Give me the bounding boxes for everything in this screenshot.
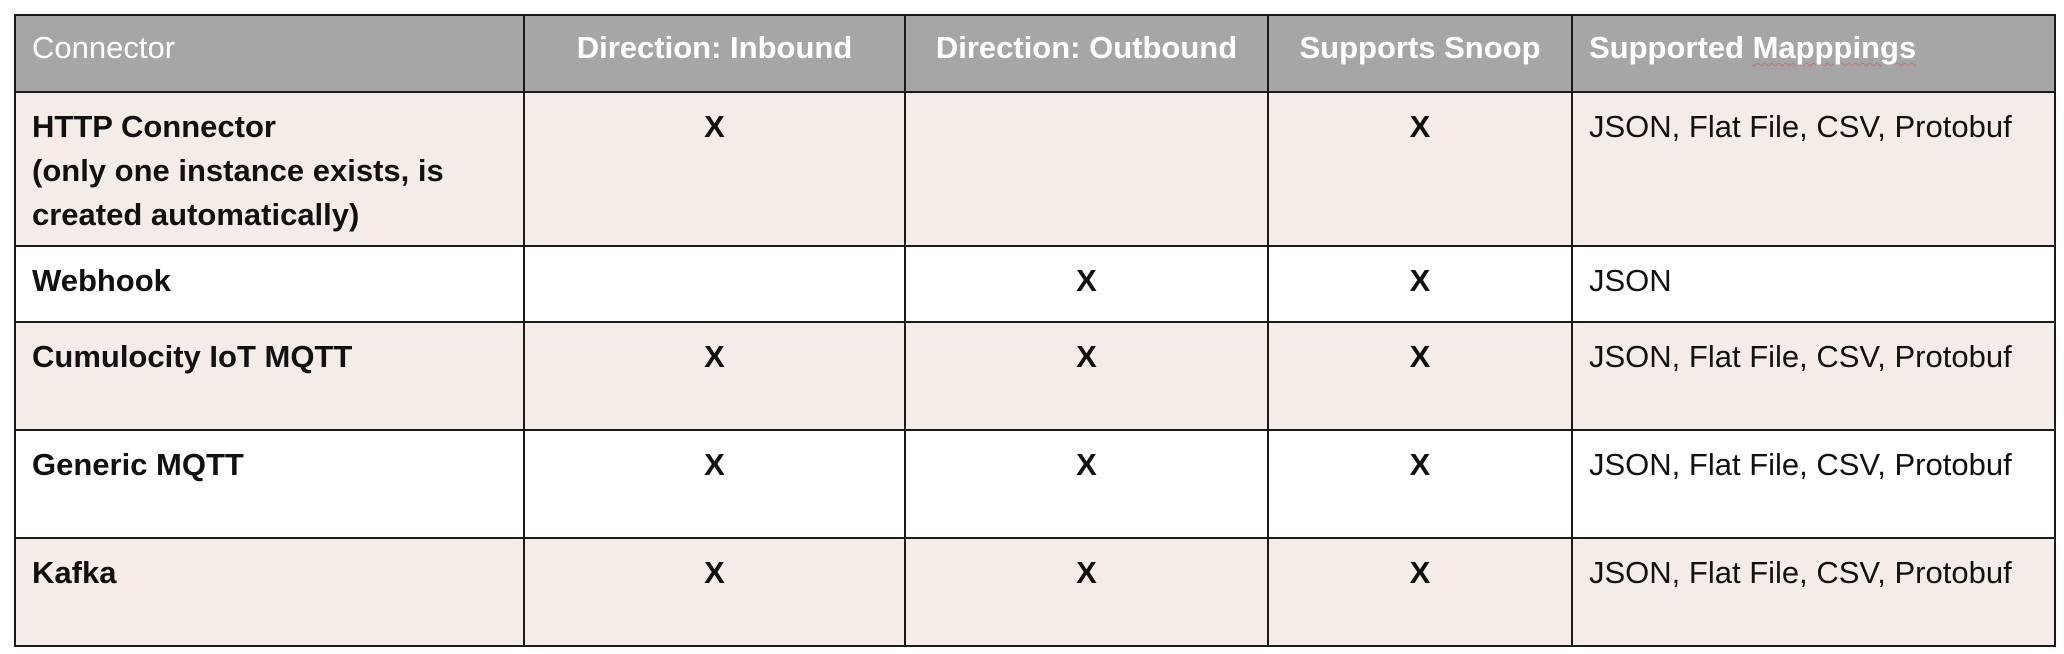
outbound-cell: X (904, 245, 1269, 323)
connector-table: Connector Direction: Inbound Direction: … (14, 14, 2056, 647)
inbound-cell: X (523, 91, 906, 247)
inbound-cell (523, 245, 906, 323)
header-supported-mappings-misspelled-word: Mapppings (1752, 30, 1917, 65)
connector-name: Kafka (32, 555, 117, 590)
connector-name: Webhook (32, 263, 171, 298)
mappings-cell: JSON (1571, 245, 2056, 323)
mappings-cell: JSON, Flat File, CSV, Protobuf (1571, 91, 2056, 247)
connector-name-cell: Webhook (14, 245, 525, 323)
table-row: Kafka X X X JSON, Flat File, CSV, Protob… (14, 537, 2056, 647)
header-direction-inbound: Direction: Inbound (523, 14, 906, 93)
header-supported-mappings: Supported Mapppings (1571, 14, 2056, 93)
outbound-cell: X (904, 321, 1269, 431)
header-supported-mappings-prefix: Supported (1589, 30, 1753, 65)
connector-name-cell: HTTP Connector (only one instance exists… (14, 91, 525, 247)
outbound-cell: X (904, 429, 1269, 539)
connector-name: HTTP Connector (32, 109, 276, 144)
connector-name-note: (only one instance exists, is created au… (32, 153, 444, 232)
snoop-cell: X (1267, 91, 1573, 247)
connector-name-cell: Generic MQTT (14, 429, 525, 539)
inbound-cell: X (523, 537, 906, 647)
mappings-cell: JSON, Flat File, CSV, Protobuf (1571, 429, 2056, 539)
connector-name-cell: Kafka (14, 537, 525, 647)
header-direction-outbound: Direction: Outbound (904, 14, 1269, 93)
inbound-cell: X (523, 321, 906, 431)
connector-name: Generic MQTT (32, 447, 244, 482)
snoop-cell: X (1267, 321, 1573, 431)
connector-table-container: Connector Direction: Inbound Direction: … (14, 14, 2056, 647)
table-header-row: Connector Direction: Inbound Direction: … (14, 14, 2056, 93)
outbound-cell (904, 91, 1269, 247)
connector-name: Cumulocity IoT MQTT (32, 339, 353, 374)
table-row: Webhook X X JSON (14, 245, 2056, 323)
inbound-cell: X (523, 429, 906, 539)
snoop-cell: X (1267, 429, 1573, 539)
mappings-cell: JSON, Flat File, CSV, Protobuf (1571, 537, 2056, 647)
header-supports-snoop: Supports Snoop (1267, 14, 1573, 93)
outbound-cell: X (904, 537, 1269, 647)
table-row: HTTP Connector (only one instance exists… (14, 91, 2056, 247)
snoop-cell: X (1267, 537, 1573, 647)
mappings-cell: JSON, Flat File, CSV, Protobuf (1571, 321, 2056, 431)
table-row: Cumulocity IoT MQTT X X X JSON, Flat Fil… (14, 321, 2056, 431)
header-connector: Connector (14, 14, 525, 93)
snoop-cell: X (1267, 245, 1573, 323)
table-row: Generic MQTT X X X JSON, Flat File, CSV,… (14, 429, 2056, 539)
connector-name-cell: Cumulocity IoT MQTT (14, 321, 525, 431)
